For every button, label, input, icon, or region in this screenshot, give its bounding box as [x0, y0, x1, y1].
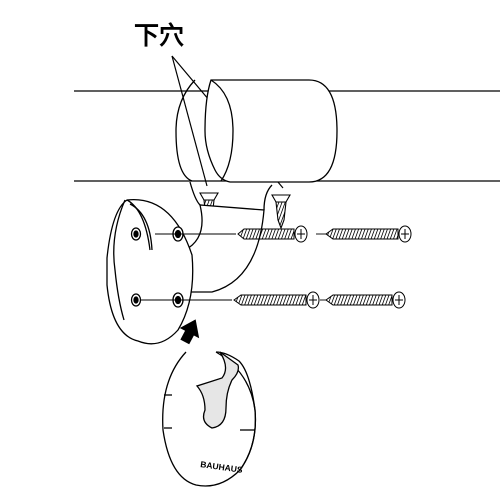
mounting-screw-lower-far — [325, 291, 406, 309]
screw-guide-lines — [140, 233, 326, 301]
bracket-cup — [175, 79, 338, 211]
decorative-cover — [162, 351, 257, 487]
up-arrow-icon — [179, 319, 200, 345]
mounting-screw-lower-near — [233, 291, 320, 309]
mounting-screw-upper-far — [325, 225, 412, 243]
pilot-hole-label: 下穴 — [134, 21, 184, 50]
wall-plate — [106, 198, 194, 345]
wood-screw-right — [271, 194, 291, 230]
mounting-screw-upper-near — [237, 225, 308, 243]
